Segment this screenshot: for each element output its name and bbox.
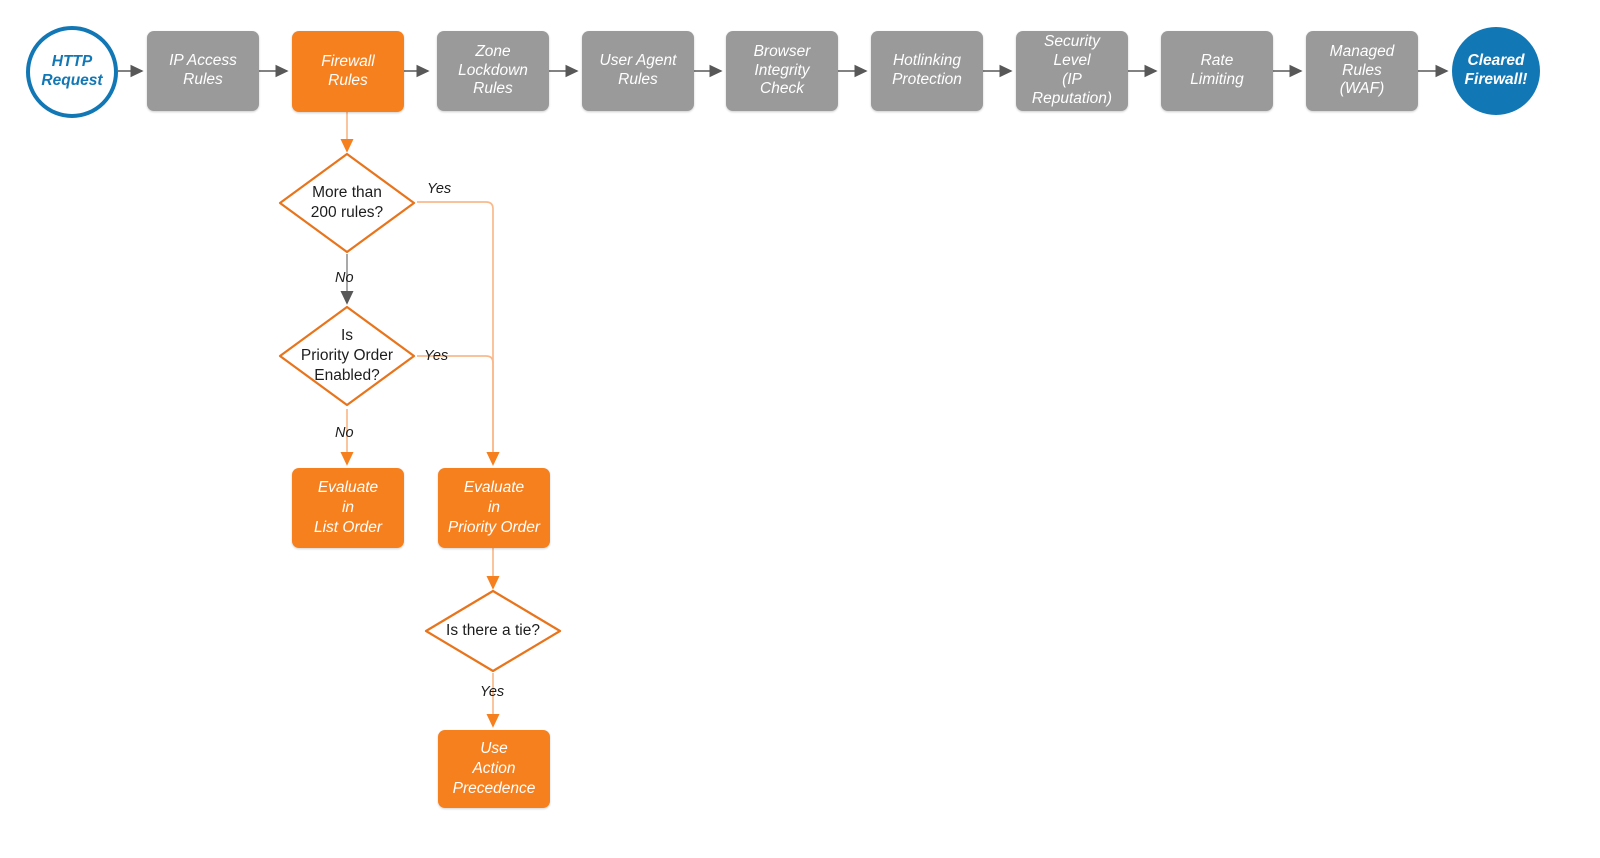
node-user-agent-rules-label: User Agent Rules — [599, 52, 677, 88]
node-evaluate-list-order[interactable]: Evaluate in List Order — [292, 468, 404, 548]
diamond-shape — [424, 589, 562, 673]
node-firewall-rules[interactable]: Firewall Rules — [292, 31, 404, 112]
node-hotlinking-protection-label: Hotlinking Protection — [892, 52, 962, 88]
node-evaluate-priority-order-label: Evaluate in Priority Order — [447, 479, 541, 536]
diamond-shape — [278, 305, 416, 407]
node-zone-lockdown-rules-label: Zone Lockdown Rules — [458, 42, 528, 98]
edge-label-priority-order-no: No — [335, 425, 354, 441]
node-use-action-precedence[interactable]: Use Action Precedence — [438, 730, 550, 808]
node-rate-limiting-label: Rate Limiting — [1190, 52, 1244, 88]
node-browser-integrity-check-label: Browser Integrity Check — [753, 42, 811, 98]
node-managed-rules-waf[interactable]: Managed Rules (WAF) — [1306, 31, 1418, 111]
node-managed-rules-waf-label: Managed Rules (WAF) — [1329, 42, 1395, 98]
node-evaluate-list-order-label: Evaluate in List Order — [313, 479, 383, 536]
node-hotlinking-protection[interactable]: Hotlinking Protection — [871, 31, 983, 111]
node-decision-rules-count[interactable]: More than 200 rules? — [277, 151, 417, 255]
node-decision-rules-count-label: More than 200 rules? — [310, 184, 384, 221]
node-user-agent-rules[interactable]: User Agent Rules — [582, 31, 694, 111]
node-evaluate-priority-order[interactable]: Evaluate in Priority Order — [438, 468, 550, 548]
node-use-action-precedence-label: Use Action Precedence — [452, 740, 536, 797]
node-zone-lockdown-rules[interactable]: Zone Lockdown Rules — [437, 31, 549, 111]
node-firewall-rules-label: Firewall Rules — [321, 52, 375, 89]
node-http-request-label: HTTP Request — [41, 53, 103, 89]
node-decision-priority-order-label: Is Priority Order Enabled? — [300, 327, 394, 384]
edge-rules-count-yes — [417, 201, 500, 466]
node-cleared-firewall[interactable]: Cleared Firewall! — [1452, 27, 1540, 115]
node-security-level[interactable]: Security Level (IP Reputation) — [1016, 31, 1128, 111]
diamond-shape — [278, 152, 416, 254]
node-cleared-firewall-label: Cleared Firewall! — [1464, 52, 1528, 88]
node-rate-limiting[interactable]: Rate Limiting — [1161, 31, 1273, 111]
edge-label-tie-yes: Yes — [480, 684, 505, 700]
edge-label-rules-count-yes: Yes — [427, 181, 452, 197]
node-security-level-label: Security Level (IP Reputation) — [1031, 33, 1113, 107]
node-ip-access-rules[interactable]: IP Access Rules — [147, 31, 259, 111]
edge-label-priority-order-yes: Yes — [424, 348, 449, 364]
node-decision-tie-label: Is there a tie? — [446, 622, 540, 640]
node-decision-tie[interactable]: Is there a tie? — [423, 588, 563, 674]
node-http-request[interactable]: HTTP Request — [26, 26, 118, 118]
edge-label-rules-count-no: No — [335, 270, 354, 286]
node-ip-access-rules-label: IP Access Rules — [169, 52, 237, 88]
node-decision-priority-order[interactable]: Is Priority Order Enabled? — [277, 304, 417, 408]
edge-priority-order-yes — [417, 355, 500, 466]
node-browser-integrity-check[interactable]: Browser Integrity Check — [726, 31, 838, 111]
